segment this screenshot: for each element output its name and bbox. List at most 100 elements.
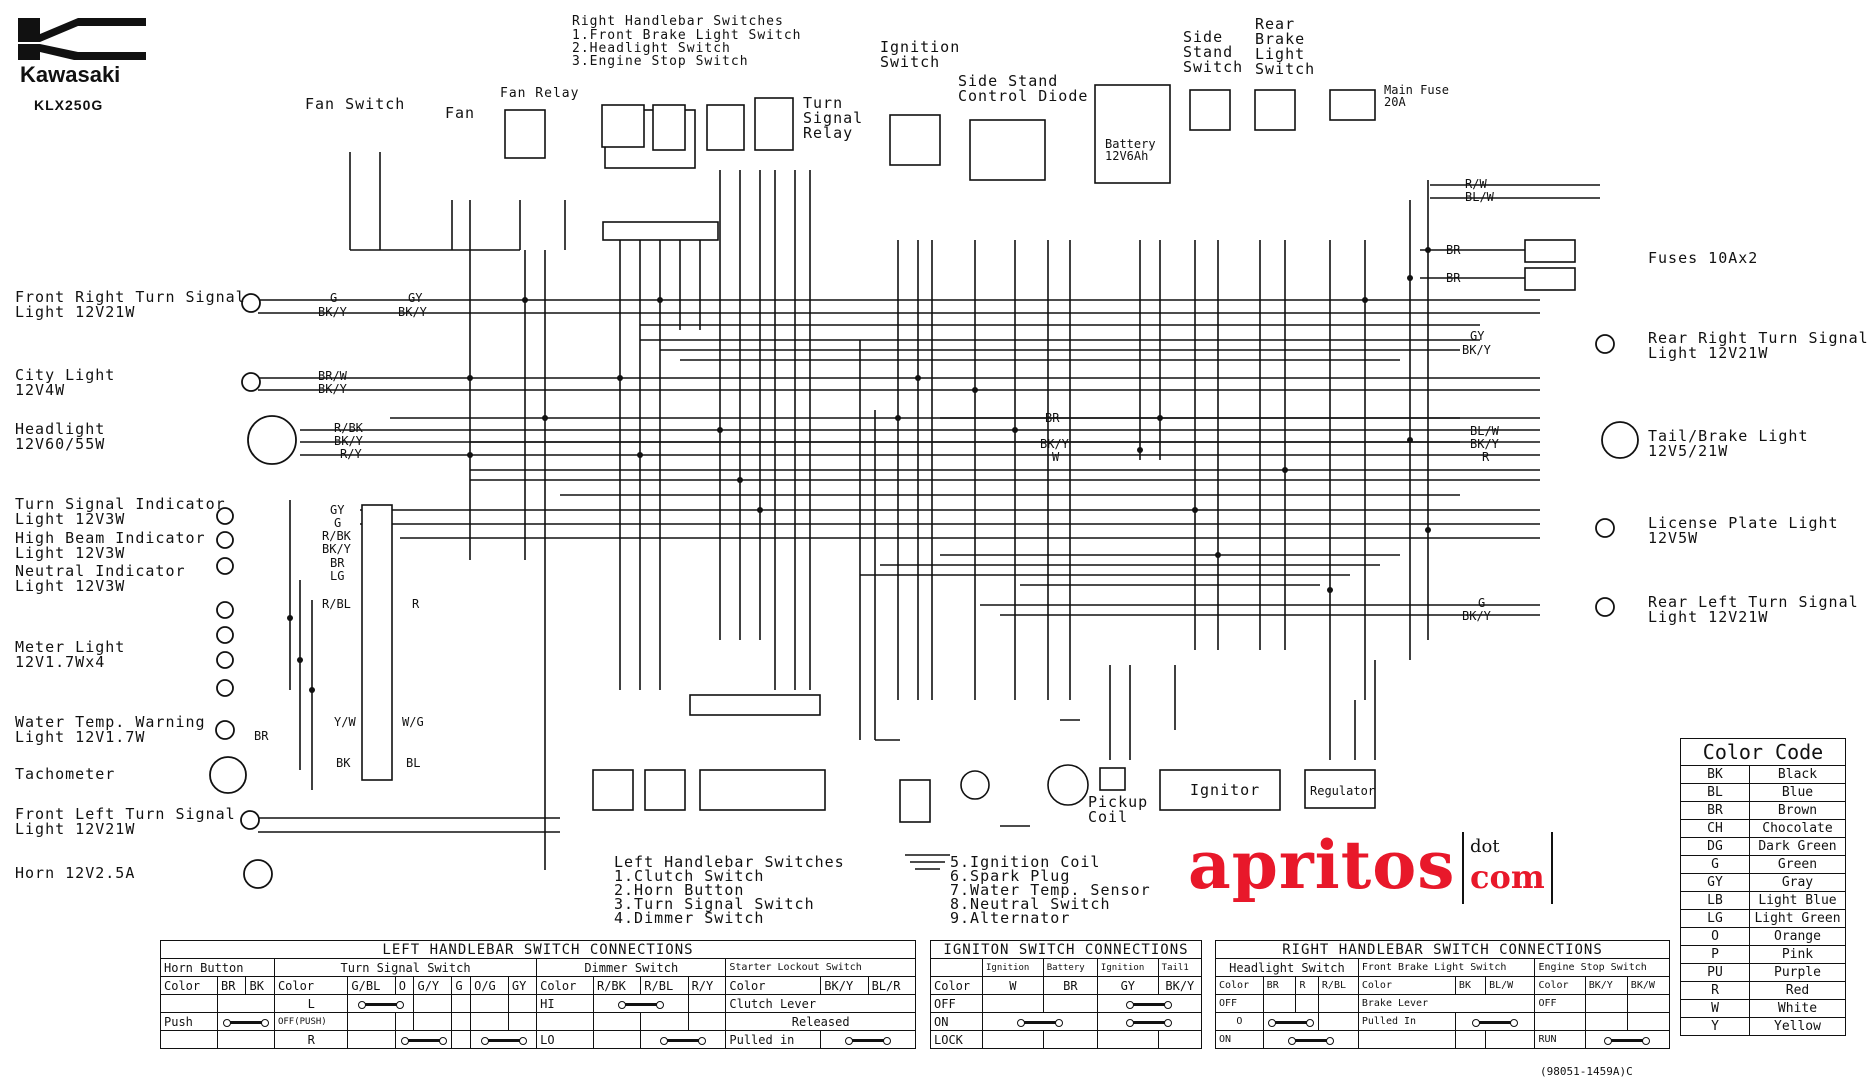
wire-code: BK/Y — [318, 382, 347, 396]
legend-item-6: 6.Spark Plug — [950, 867, 1071, 885]
wire-code: W — [1052, 450, 1060, 464]
right-switch-table: RIGHT HANDLEBAR SWITCH CONNECTIONS Headl… — [1215, 940, 1671, 1049]
wire-code: R/BL — [322, 597, 351, 611]
color-code-abbr: BR — [1680, 801, 1750, 820]
row-off-push: OFF(PUSH) — [273, 1012, 349, 1031]
wire-code: BR — [1446, 271, 1461, 285]
color-br: BR — [1042, 976, 1098, 995]
col-br: BR — [1262, 976, 1297, 995]
right-handlebar-item-3: 3.Engine Stop Switch — [572, 54, 749, 69]
color-code-name: Blue — [1748, 783, 1847, 802]
wire-code: LG — [330, 569, 345, 583]
stop-header: Engine Stop Switch — [1534, 958, 1670, 977]
col-rbl: R/BL — [1317, 976, 1359, 995]
col-rbk: R/BK — [592, 976, 642, 995]
wire-code: BR — [330, 556, 345, 570]
wire-code: GY — [1470, 329, 1485, 343]
connection-bar — [1604, 1036, 1651, 1045]
color-code-name: Light Blue — [1748, 891, 1847, 910]
brand-name: Kawasaki — [20, 62, 121, 87]
color-code-name: Black — [1748, 765, 1847, 784]
wire-code: BK/Y — [1040, 437, 1069, 451]
col-ry: R/Y — [687, 976, 727, 995]
color-label: Color — [1215, 976, 1264, 995]
color-code-abbr: LG — [1680, 909, 1750, 928]
col-gy: GY — [507, 976, 538, 995]
row-released: Released — [725, 1012, 916, 1031]
ignition-table-title: IGNITON SWITCH CONNECTIONS — [930, 940, 1202, 959]
row-push: Push — [159, 1012, 219, 1031]
color-code-name: Dark Green — [1748, 837, 1847, 856]
row-off: OFF — [930, 994, 983, 1013]
col-r: R — [1295, 976, 1319, 995]
color-code-name: Brown — [1748, 801, 1847, 820]
color-code-name: White — [1748, 999, 1847, 1018]
connection-bar — [617, 1000, 664, 1009]
col-ignition: Ignition — [982, 958, 1044, 977]
left-switch-table: LEFT HANDLEBAR SWITCH CONNECTIONS Horn B… — [159, 940, 917, 1049]
headlight-header: Headlight Switch — [1215, 958, 1359, 977]
high-beam-label: High Beam Indicator Light 12V3W — [15, 529, 206, 562]
color-code-name: Gray — [1748, 873, 1847, 892]
color-code-abbr: DG — [1680, 837, 1750, 856]
connection-bar — [1472, 1018, 1519, 1027]
col-og: O/G — [470, 976, 509, 995]
license-plate-label: License Plate Light 12V5W — [1648, 514, 1839, 547]
connection-bar — [357, 1000, 404, 1009]
color-w: W — [982, 976, 1044, 995]
row-pulled-in: Pulled In — [1357, 1012, 1456, 1031]
color-code-abbr: BL — [1680, 783, 1750, 802]
right-handlebar-title: Right Handlebar Switches — [572, 14, 784, 29]
ignition-switch-table: IGNITON SWITCH CONNECTIONS Ignition Batt… — [930, 940, 1203, 1049]
turn-indicator-label: Turn Signal Indicator Light 12V3W — [15, 495, 226, 528]
legend-item-9: 9.Alternator — [950, 909, 1071, 927]
wire-code: G — [334, 516, 342, 530]
fuses-label: Fuses 10Ax2 — [1648, 249, 1759, 267]
col-color: Color — [536, 976, 594, 995]
front-left-turn-label: Front Left Turn Signal Light 12V21W — [15, 805, 236, 838]
color-code-abbr: GY — [1680, 873, 1750, 892]
connection-bar — [660, 1036, 707, 1045]
color-code-name: Green — [1748, 855, 1847, 874]
col-color: Color — [159, 976, 219, 995]
color-code-name: Chocolate — [1748, 819, 1847, 838]
row-s-off: OFF — [1534, 994, 1586, 1013]
ignition-switch-label: Ignition Switch — [880, 38, 961, 71]
turn-header: Turn Signal Switch — [273, 958, 538, 977]
col-o: O — [394, 976, 415, 995]
wire-code: GY — [330, 503, 345, 517]
wire-code: G — [330, 291, 338, 305]
kawasaki-logo — [18, 18, 148, 64]
col-rbl: R/BL — [640, 976, 689, 995]
wire-code: G — [1478, 596, 1486, 610]
meter-light-label: Meter Light 12V1.7Wx4 — [15, 638, 126, 671]
left-handlebar-item-3: 3.Turn Signal Switch — [614, 895, 815, 913]
col-gy-slash: G/Y — [413, 976, 453, 995]
color-code-name: Yellow — [1748, 1017, 1847, 1036]
rear-right-turn-label: Rear Right Turn Signal Light 12V21W — [1648, 329, 1869, 362]
neutral-indicator-label: Neutral Indicator Light 12V3W — [15, 562, 186, 595]
color-code-abbr: LB — [1680, 891, 1750, 910]
rear-brake-switch-label: Rear Brake Light Switch — [1255, 15, 1316, 78]
col-ignition-2: Ignition — [1096, 958, 1159, 977]
col-br: BR — [217, 976, 247, 995]
wire-code: BL/W — [1470, 424, 1499, 438]
color-code-name: Light Green — [1748, 909, 1847, 928]
wire-code: BK/Y — [318, 305, 347, 319]
fan-label: Fan — [445, 104, 476, 122]
wire-code: BK/Y — [1462, 343, 1491, 357]
part-number: (98051-1459A)C — [1540, 1065, 1633, 1078]
col-color: Color — [273, 976, 349, 995]
wire-code: R/W — [1465, 177, 1487, 191]
